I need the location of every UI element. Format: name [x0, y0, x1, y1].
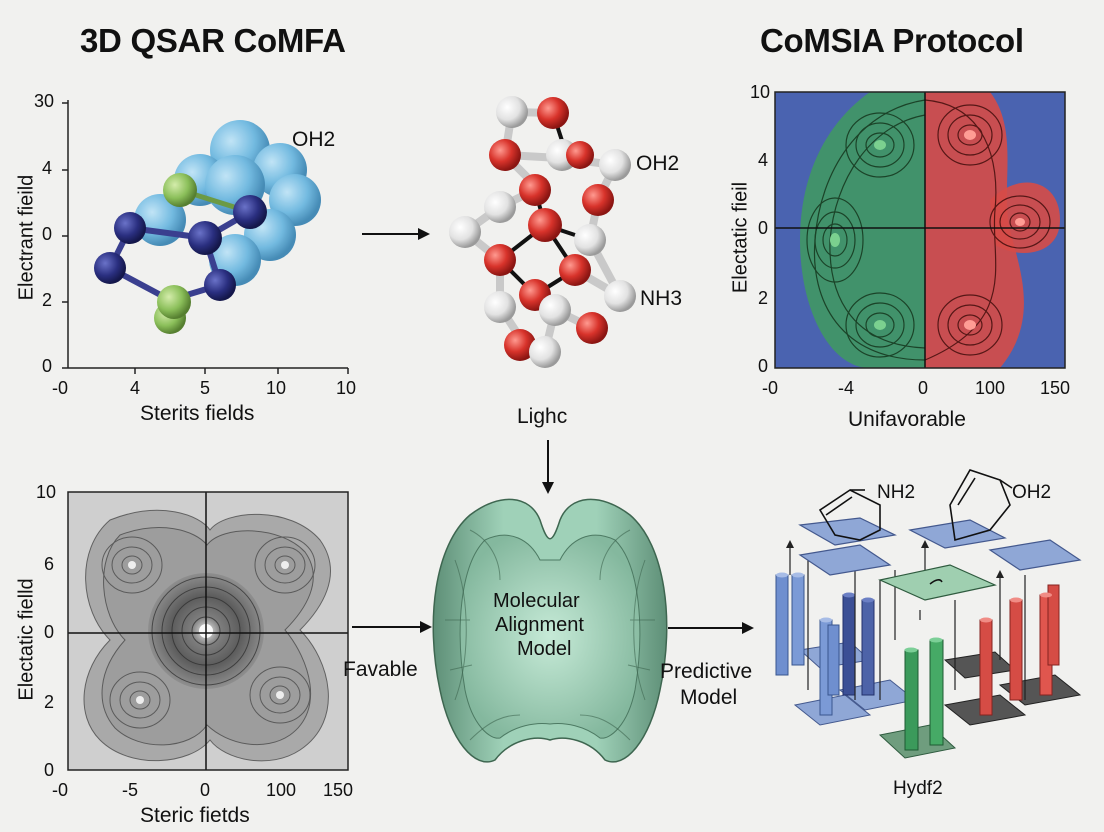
predictive-label-oh: OH2	[1012, 482, 1052, 503]
panel-bl-xlabel: Steric fietds	[140, 804, 250, 827]
panel-tr-ytick-4: 2	[758, 288, 769, 308]
panel-tl-ytick-4: 2	[42, 290, 53, 310]
panel-bl-ytick-5: 0	[44, 760, 55, 780]
panel-tl-xtick-3: 5	[200, 378, 211, 398]
panel-tl-ytick-5: 0	[42, 356, 53, 376]
panel-tl-xtick-1: -0	[52, 378, 69, 398]
panel-tl-xlabel: Sterits fields	[140, 402, 255, 425]
panel-bl-xtick-4: 100	[266, 780, 297, 800]
panel-tl-xtick-2: 4	[130, 378, 141, 398]
alignment-model-line-1: Molecular	[493, 590, 580, 612]
panel-tr-ytick-1: 10	[750, 82, 771, 102]
center-molecule-label-bottom: NH3	[640, 287, 683, 310]
panel-tr-ytick-5: 0	[758, 356, 769, 376]
panel-bl-xtick-3: 0	[200, 780, 211, 800]
alignment-model-line-2: Alignment	[495, 614, 584, 636]
panel-tr-xtick-2: -4	[838, 378, 855, 398]
panel-bl-ytick-4: 2	[44, 692, 55, 712]
panel-tr-ytick-2: 4	[758, 150, 769, 170]
panel-tr-xtick-5: 150	[1040, 378, 1071, 398]
panel-bl-ytick-2: 6	[44, 554, 55, 574]
panel-tl-xtick-4: 10	[266, 378, 287, 398]
panel-tl-ytick-1: 30	[34, 91, 55, 111]
predictive-label-1: Predictive	[660, 660, 753, 683]
center-molecule-label-top: OH2	[636, 152, 680, 175]
panel-tr-xtick-1: -0	[762, 378, 779, 398]
center-below-label: Lighc	[517, 405, 568, 428]
panel-tr-xtick-3: 0	[918, 378, 929, 398]
panel-bl-xtick-2: -5	[122, 780, 139, 800]
panel-bl-ytick-1: 10	[36, 482, 57, 502]
panel-bl-xtick-1: -0	[52, 780, 69, 800]
panel-bl-xtick-5: 150	[323, 780, 354, 800]
title-right: CoMSIA Protocol	[760, 22, 1024, 59]
predictive-label-nh: NH2	[877, 482, 916, 503]
center-left-label: Favable	[343, 658, 418, 681]
panel-tr-ytick-3: 0	[758, 218, 769, 238]
panel-tl-xtick-5: 10	[336, 378, 357, 398]
panel-tl-ytick-2: 4	[42, 158, 53, 178]
panel-bl-ytick-3: 0	[44, 622, 55, 642]
alignment-model-line-3: Model	[517, 638, 572, 660]
predictive-label-2: Model	[680, 686, 738, 709]
title-left: 3D QSAR CoMFA	[80, 22, 346, 59]
panel-tr-xlabel: Unifavorable	[848, 408, 966, 431]
predictive-caption: Hydf2	[893, 778, 943, 799]
panel-tl-ytick-3: 0	[42, 224, 53, 244]
panel-tl-annotation: OH2	[292, 128, 336, 151]
panel-tr-xtick-4: 100	[975, 378, 1006, 398]
